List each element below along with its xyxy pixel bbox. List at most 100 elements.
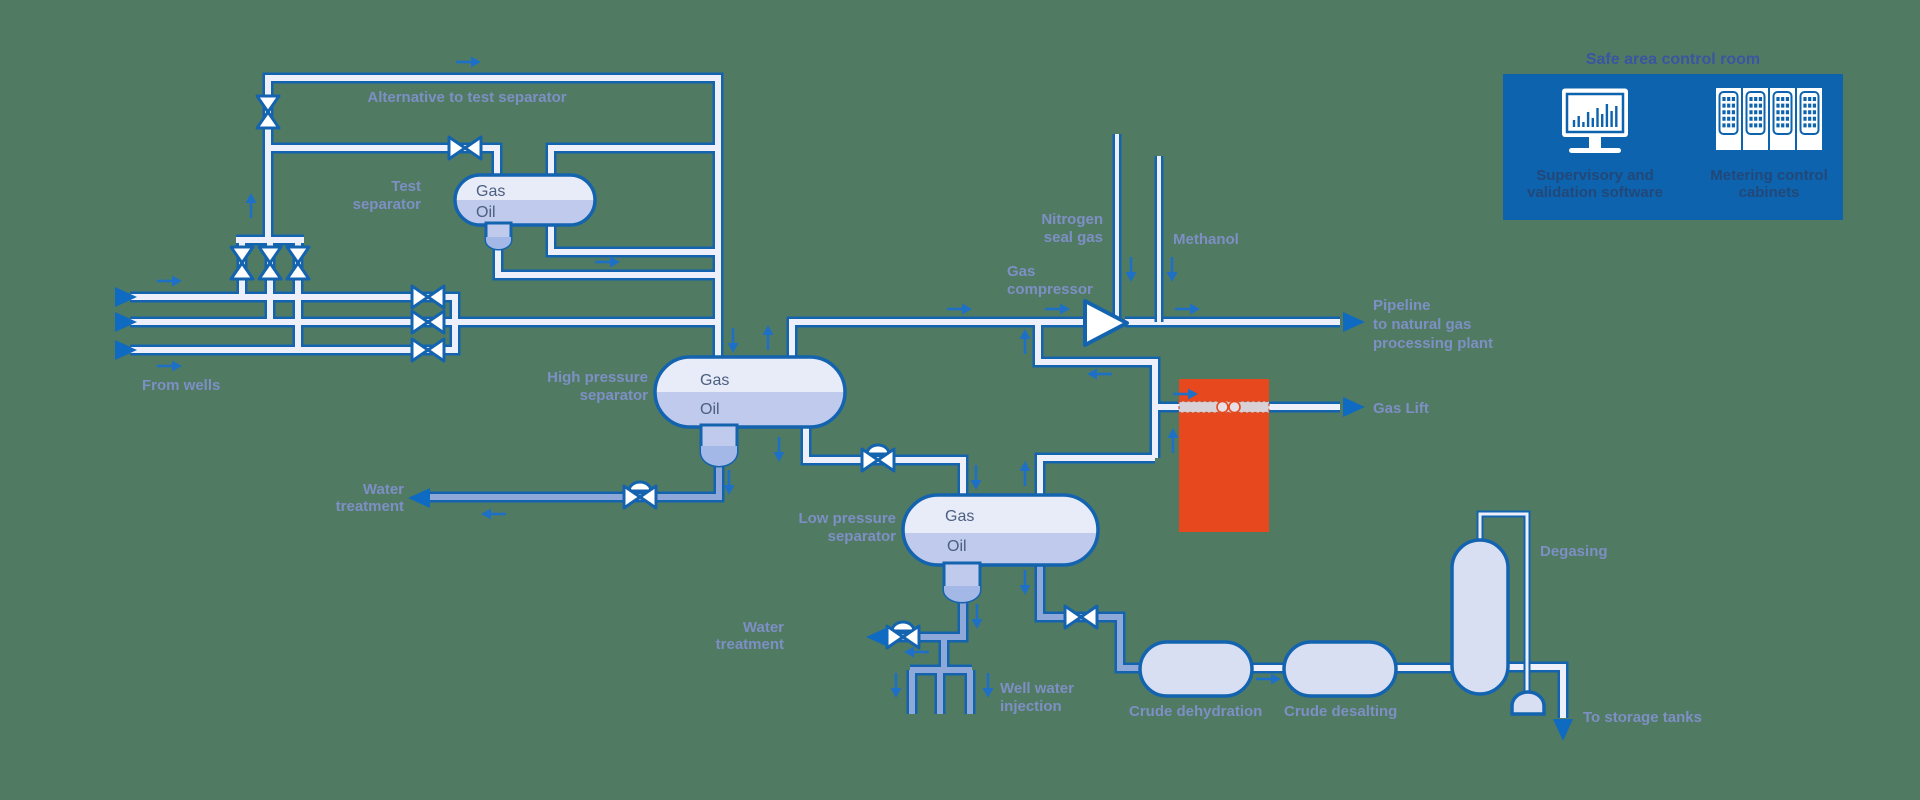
high-pressure-separator-vessel: Gas Oil (653, 355, 847, 468)
flow-arrow (761, 323, 775, 352)
well-water-injection-label: injection (1000, 698, 1062, 715)
pipeline-label: to natural gas (1373, 316, 1471, 333)
gas-piping-fill (130, 75, 1566, 718)
flow-arrow (1018, 327, 1032, 356)
hp-separator-label: separator (580, 387, 649, 404)
pipeline-label: Pipeline (1373, 297, 1431, 314)
flow-arrow (1018, 568, 1032, 597)
lp-water-treatment-label: treatment (716, 636, 784, 653)
flow-arrow (726, 326, 740, 355)
flow-arrow (772, 435, 786, 464)
flow-arrow (889, 671, 903, 700)
utility-piping-outline (1112, 134, 1164, 322)
degasing-pot (1510, 690, 1546, 716)
hp-water-treatment-label: treatment (336, 498, 404, 515)
metering-cabinets-label: cabinets (1739, 184, 1800, 201)
flow-arrow (970, 602, 984, 631)
manifold-valve-3 (285, 245, 311, 281)
flow-meter-icon (1228, 400, 1241, 414)
hp-separator-oil-label: Oil (700, 401, 720, 418)
well-water-injection-label: Well water (1000, 680, 1074, 697)
nitrogen-seal-gas-label: seal gas (1044, 229, 1103, 246)
flow-arrow (1018, 459, 1032, 488)
flow-arrow (1165, 255, 1179, 284)
liquid-piping-fill (428, 462, 1142, 714)
lp-separator-oil-label: Oil (947, 538, 967, 555)
flow-arrow (593, 255, 622, 269)
supervisory-software-label: Supervisory and (1536, 167, 1654, 184)
from-wells-arrow-1 (115, 287, 137, 307)
supervisory-software-label: validation software (1527, 184, 1663, 201)
test-separator-inlet-valve (447, 135, 483, 161)
diagram-labels: Alternative to test separator Test separ… (142, 89, 1702, 726)
hp-water-treatment-arrow (408, 488, 430, 508)
crude-desalting-label: Crude desalting (1284, 703, 1397, 720)
metering-cabinets-label: Metering control (1710, 167, 1828, 184)
flow-arrow (1043, 302, 1072, 316)
lp-separator-label: separator (828, 528, 897, 545)
hp-separator-label: High pressure (547, 369, 648, 386)
well-line-valve-1 (410, 284, 446, 310)
flow-arrow (454, 55, 483, 69)
nitrogen-seal-gas-label: Nitrogen (1041, 211, 1103, 228)
server-cabinets-icon (1716, 88, 1822, 150)
lp-oil-outlet-valve (1063, 604, 1099, 630)
safe-area-control-room: Safe area control room Supervisory and v… (1503, 51, 1843, 220)
hp-water-treatment-label: Water (363, 481, 404, 498)
flow-arrow (155, 274, 184, 288)
monitor-icon (1562, 88, 1628, 153)
from-wells-arrow-3 (115, 340, 137, 360)
test-separator-gas-label: Gas (476, 183, 505, 200)
degasing-piping-fill (1478, 512, 1529, 700)
flow-arrow (1254, 672, 1283, 686)
flow-arrow (969, 463, 983, 492)
gas-lift-label: Gas Lift (1373, 400, 1429, 417)
pipeline-label: processing plant (1373, 335, 1493, 352)
flow-arrow (981, 671, 995, 700)
flow-arrow (722, 468, 736, 497)
test-separator-oil-label: Oil (476, 204, 496, 221)
alt-test-separator-label: Alternative to test separator (367, 89, 566, 106)
crude-desalting-vessel (1282, 640, 1398, 698)
test-separator-label: Test (391, 178, 421, 195)
from-wells-label: From wells (142, 377, 220, 394)
to-storage-arrow (1553, 719, 1573, 741)
test-separator-vessel: Gas Oil (453, 173, 597, 251)
pipeline-arrow (1343, 312, 1365, 332)
flow-arrow (244, 191, 258, 220)
flow-arrow (945, 302, 974, 316)
test-separator-label: separator (353, 196, 422, 213)
control-room-title: Safe area control room (1586, 51, 1760, 68)
bar-chart-glyph (1572, 104, 1618, 127)
well-line-valve-3 (410, 337, 446, 363)
well-line-valve-2 (410, 309, 446, 335)
gas-compressor (1083, 299, 1129, 347)
gas-piping-outline (130, 72, 1569, 718)
lp-separator-gas-label: Gas (945, 508, 974, 525)
degasing-label: Degasing (1540, 543, 1608, 560)
low-pressure-separator-vessel: Gas Oil (901, 493, 1100, 604)
flow-arrow (155, 359, 184, 373)
lp-separator-label: Low pressure (798, 510, 896, 527)
degasing-column (1450, 538, 1510, 696)
lp-water-treatment-label: Water (743, 619, 784, 636)
flow-arrow (479, 507, 508, 521)
to-storage-tanks-label: To storage tanks (1583, 709, 1702, 726)
gas-lift-arrow (1343, 397, 1365, 417)
lp-water-treatment-arrow (866, 627, 888, 647)
manifold-valve-2 (257, 245, 283, 281)
utility-piping-fill (1115, 134, 1161, 322)
gas-compressor-label: compressor (1007, 281, 1093, 298)
piping-network (130, 72, 1569, 718)
bypass-valve (255, 94, 281, 130)
flow-arrow (1124, 255, 1138, 284)
from-wells-arrow-2 (115, 312, 137, 332)
flow-arrow (1085, 367, 1114, 381)
crude-dehydration-vessel (1138, 640, 1254, 698)
gas-lift-metering-highlight (1178, 379, 1270, 532)
manifold-valve-1 (229, 245, 255, 281)
gas-compressor-label: Gas (1007, 263, 1035, 280)
flow-arrow (1173, 302, 1202, 316)
